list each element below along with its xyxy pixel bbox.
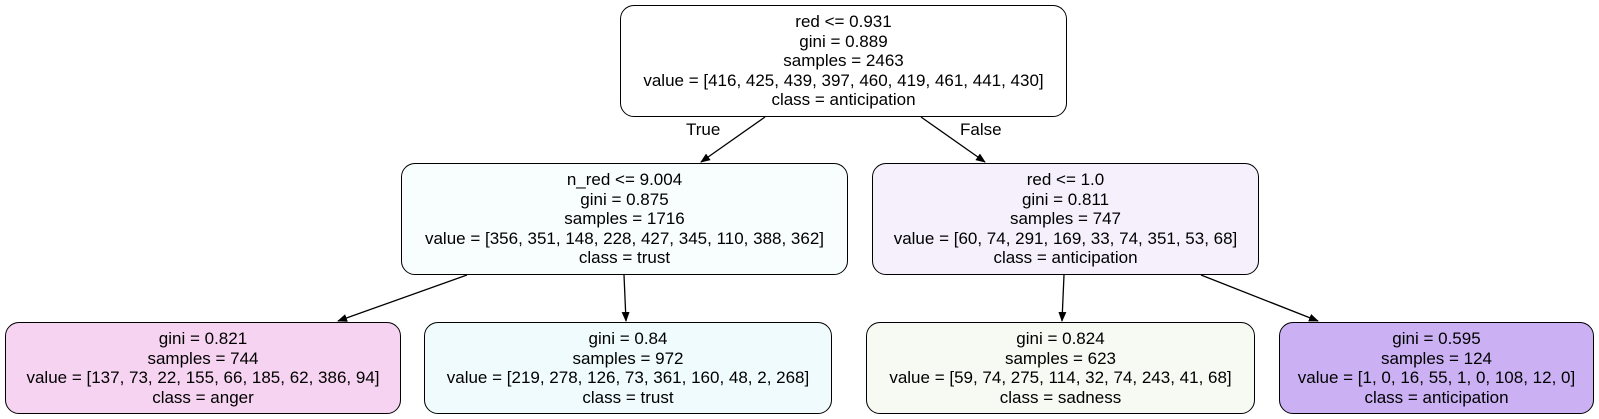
- node-value: value = [219, 278, 126, 73, 361, 160, 48…: [446, 368, 810, 387]
- node-samples: samples = 124: [1380, 348, 1493, 368]
- node-gini: gini = 0.821: [158, 329, 248, 348]
- node-samples: samples = 972: [572, 348, 684, 368]
- node-split: red <= 1.0: [1026, 170, 1105, 190]
- node-gini: gini = 0.824: [1016, 329, 1105, 348]
- edge-right-leaf-rr: [1200, 274, 1319, 322]
- leaf-node-anticipation: gini = 0.595 samples = 124 value = [1, 0…: [1279, 322, 1594, 414]
- edge-left-leaf-ll: [337, 274, 468, 322]
- node-class: class = anticipation: [993, 248, 1138, 268]
- node-class: class = sadness: [999, 387, 1122, 407]
- node-class: class = trust: [578, 248, 671, 268]
- node-value: value = [1, 0, 16, 55, 1, 0, 108, 12, 0]: [1297, 368, 1576, 387]
- node-value: value = [60, 74, 291, 169, 33, 74, 351, …: [893, 228, 1238, 248]
- node-gini: gini = 0.84: [588, 329, 668, 348]
- node-class: class = anger: [152, 387, 254, 407]
- node-value: value = [356, 351, 148, 228, 427, 345, 1…: [424, 228, 825, 248]
- node-gini: gini = 0.875: [580, 189, 669, 209]
- edge-left-leaf-lr: [621, 274, 630, 322]
- node-class: class = trust: [582, 387, 674, 407]
- node-split: red <= 0.931: [795, 12, 892, 32]
- leaf-node-sadness: gini = 0.824 samples = 623 value = [59, …: [866, 322, 1255, 414]
- node-samples: samples = 744: [147, 348, 259, 368]
- edge-label-true: True: [686, 120, 721, 139]
- node-gini: gini = 0.889: [799, 31, 888, 51]
- leaf-node-anger: gini = 0.821 samples = 744 value = [137,…: [5, 322, 401, 414]
- right-node: red <= 1.0 gini = 0.811 samples = 747 va…: [872, 163, 1259, 275]
- root-node: red <= 0.931 gini = 0.889 samples = 2463…: [620, 5, 1067, 117]
- left-node: n_red <= 9.004 gini = 0.875 samples = 17…: [401, 163, 848, 275]
- node-value: value = [59, 74, 275, 114, 32, 74, 243, …: [889, 368, 1232, 387]
- node-samples: samples = 1716: [564, 209, 685, 229]
- edge-label-false: False: [960, 120, 1002, 139]
- edge-right-leaf-rl: [1058, 274, 1067, 322]
- node-split: n_red <= 9.004: [566, 170, 683, 190]
- node-samples: samples = 623: [1004, 348, 1117, 368]
- node-gini: gini = 0.811: [1021, 189, 1110, 209]
- node-samples: samples = 747: [1009, 209, 1122, 229]
- node-gini: gini = 0.595: [1392, 329, 1481, 348]
- node-value: value = [416, 425, 439, 397, 460, 419, 4…: [643, 70, 1044, 90]
- node-class: class = anticipation: [771, 90, 916, 110]
- node-value: value = [137, 73, 22, 155, 66, 185, 62, …: [26, 368, 380, 387]
- leaf-node-trust: gini = 0.84 samples = 972 value = [219, …: [424, 322, 832, 414]
- node-class: class = anticipation: [1364, 387, 1509, 407]
- node-samples: samples = 2463: [783, 51, 904, 71]
